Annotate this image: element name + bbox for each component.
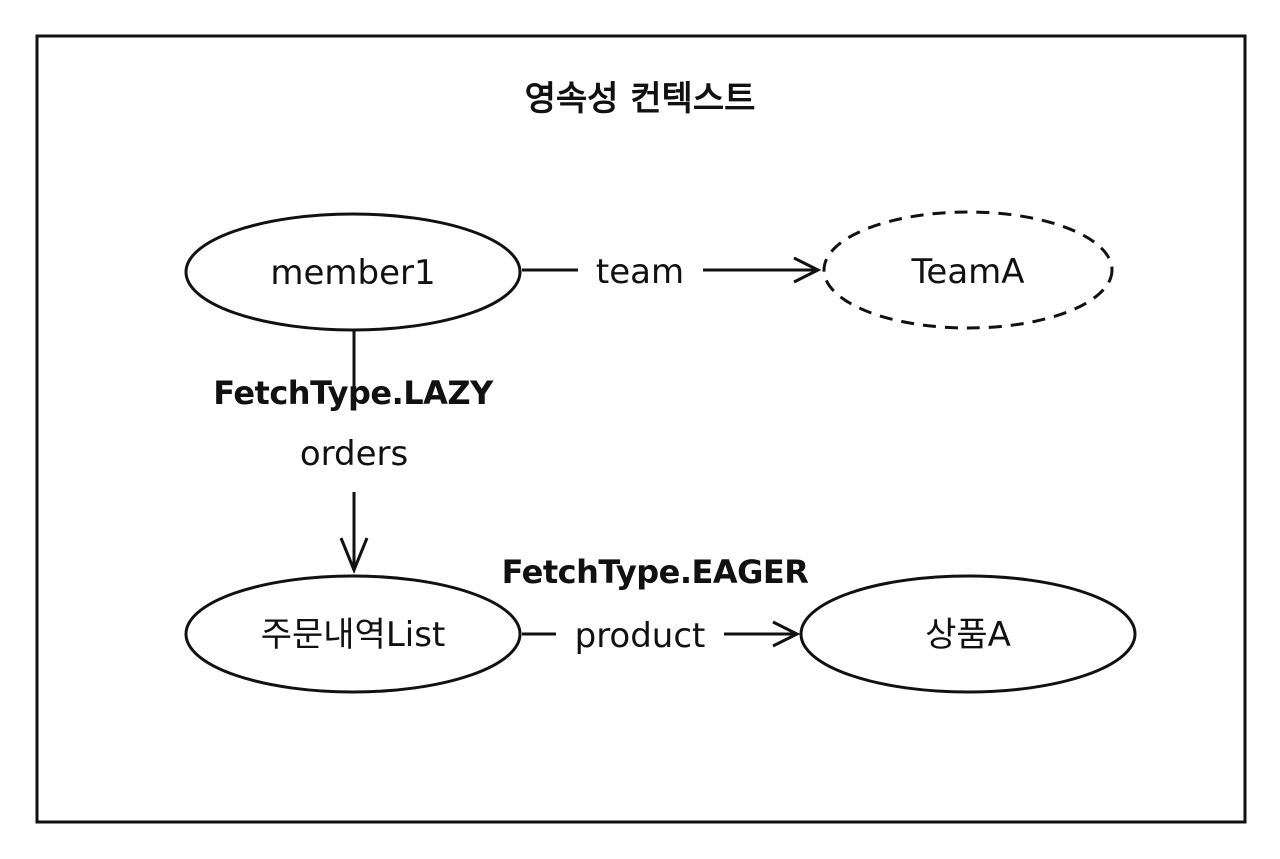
diagram-title: 영속성 컨텍스트 — [525, 79, 756, 119]
node-member1-label: member1 — [270, 253, 435, 293]
node-teama-shape — [822, 210, 1114, 330]
persistence-context-frame — [35, 34, 1247, 824]
node-teama-label: TeamA — [910, 252, 1024, 292]
fetch-eager-label: FetchType.EAGER — [502, 553, 809, 591]
edge-orders-label: orders — [300, 434, 408, 474]
fetch-lazy-label: FetchType.LAZY — [213, 374, 494, 412]
edge-product-arrowhead — [772, 620, 801, 648]
edge-product-label: product — [575, 616, 706, 656]
node-product-a-shape — [799, 574, 1137, 694]
node-product-a-label: 상품A — [925, 615, 1011, 655]
edge-orders-arrowhead — [339, 537, 369, 574]
edge-team-arrowhead — [793, 256, 822, 284]
node-order-list-shape — [184, 574, 522, 694]
edge-team-label: team — [596, 252, 684, 292]
node-order-list-label: 주문내역List — [261, 615, 446, 655]
